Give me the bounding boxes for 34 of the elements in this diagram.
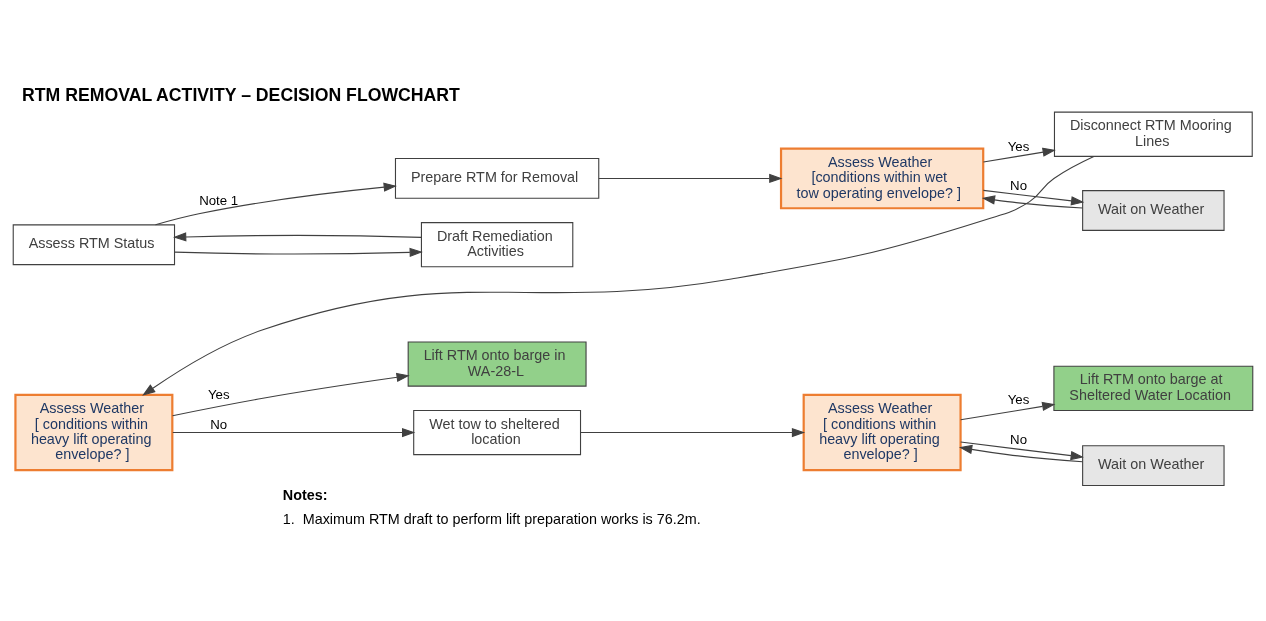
- arrow: [960, 401, 1056, 420]
- arrow: [598, 173, 783, 183]
- arrow: [580, 427, 806, 437]
- edge-label: Yes: [1007, 138, 1030, 154]
- arrow: [981, 194, 1084, 208]
- node-box: Wait on Weather: [1082, 444, 1225, 486]
- node-box: Prepare RTM for Removal: [394, 157, 600, 199]
- node-box: Assess RTM Status: [12, 223, 176, 265]
- arrow: [174, 247, 423, 257]
- label: Notes:: [282, 486, 328, 503]
- node-box: Wet tow to sheltered location: [413, 409, 582, 455]
- arrow: [982, 147, 1056, 163]
- arrow: [172, 427, 416, 437]
- arrow: [172, 372, 410, 416]
- edge-label: No: [1010, 431, 1028, 447]
- node-box: Lift RTM onto barge at Sheltered Water Location: [1053, 365, 1254, 411]
- edge-label: No: [210, 416, 228, 432]
- edge-label: Note 1: [199, 192, 239, 207]
- node-box: Assess Weather [ conditions within heavy lift operating envelope? ]: [802, 393, 962, 471]
- arrow: [173, 231, 422, 242]
- node-box: Assess Weather [ conditions within heavy lift operating envelope? ]: [14, 393, 174, 471]
- edge-label: Yes: [207, 386, 230, 402]
- arrow: [154, 182, 397, 225]
- arrow: [142, 155, 1095, 396]
- node-box: Lift RTM onto barge in WA-28-L: [407, 340, 587, 387]
- node-box: Assess Weather [conditions within wet tow operating envelope? ]: [779, 147, 985, 209]
- edge-label: Yes: [1007, 391, 1030, 407]
- node-box: Wait on Weather: [1082, 189, 1225, 231]
- arrow: [982, 189, 1085, 205]
- node-box: Disconnect RTM Mooring Lines: [1053, 111, 1253, 157]
- label: 1. Maximum RTM draft to perform lift preparation works is 76.2m.: [282, 510, 701, 527]
- diagram-title: RTM REMOVAL ACTIVITY – DECISION FLOWCHART: [22, 84, 460, 105]
- edge-label: No: [1010, 177, 1028, 193]
- node-box: Draft Remediation Activities: [420, 221, 574, 267]
